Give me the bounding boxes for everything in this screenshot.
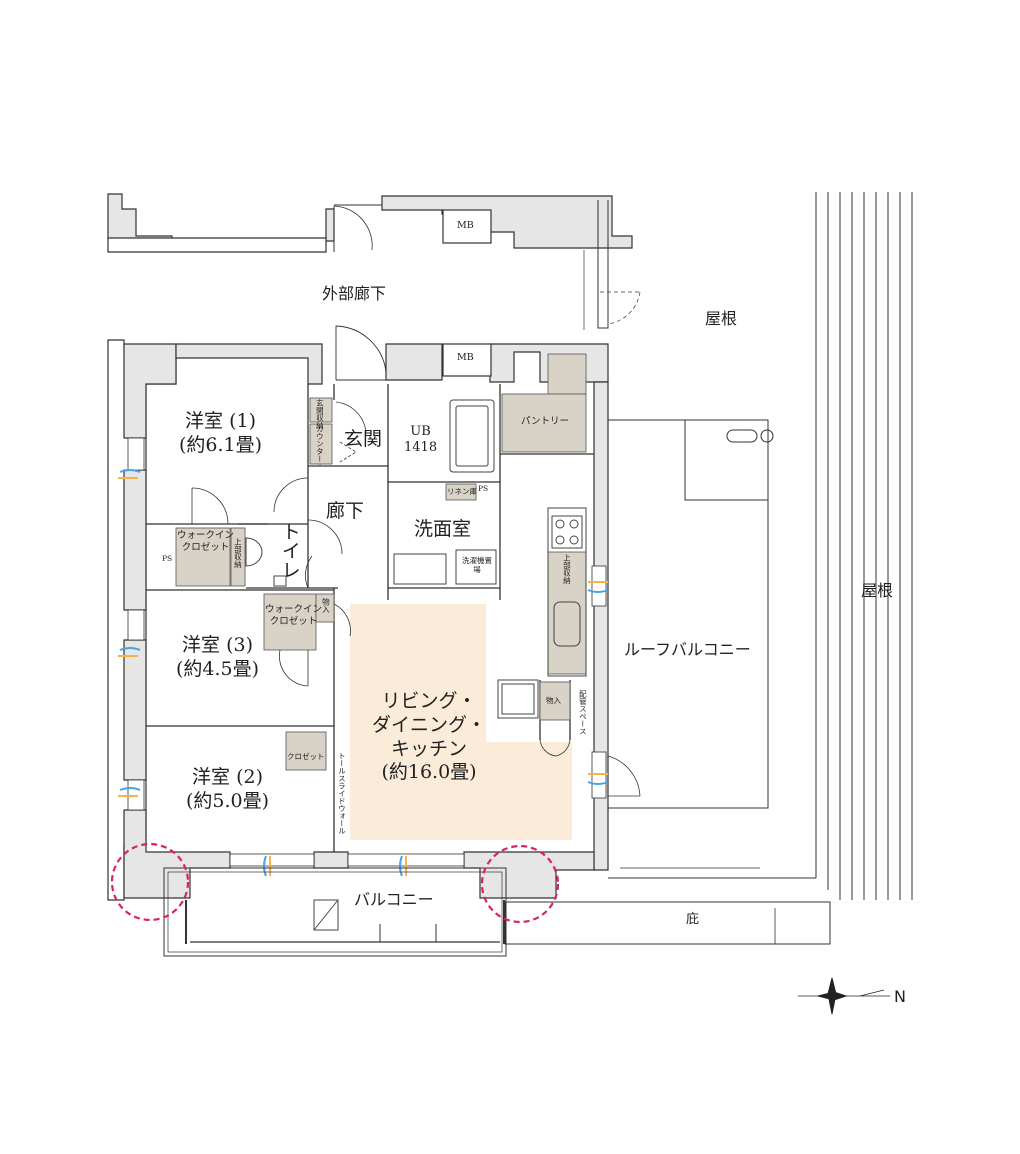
balcony-outline (163, 867, 507, 957)
counter-label: カウンター(下部玄関収納) (315, 425, 324, 465)
ub-label: UB 1418 (404, 424, 437, 457)
ldk-line3: キッチン (391, 737, 468, 760)
highlight-circle-right (480, 844, 560, 924)
ldk-line1: リビング・ (381, 690, 477, 712)
upper-storage2-label: 上部収納 (562, 554, 572, 584)
room2-size: (約5.0畳) (186, 789, 270, 812)
washer-label: 洗濯機置場 (462, 556, 492, 575)
wic2-line2: クロゼット (269, 615, 318, 627)
room1-size: (約6.1畳) (179, 433, 263, 456)
wic2-label: ウォークイン クロゼット (265, 604, 322, 628)
room3-size: (約4.5畳) (176, 657, 260, 680)
pantry-label: パントリー (521, 416, 569, 427)
ldk-label: リビング・ ダイニング・ キッチン (約16.0畳) (372, 690, 486, 785)
wic1-line2: クロゼット (181, 541, 230, 553)
ldk-floor (350, 604, 572, 840)
roof-balcony-label: ルーフバルコニー (624, 640, 751, 659)
ldk-size: (約16.0畳) (381, 761, 477, 784)
room3-name: 洋室 (3) (182, 634, 253, 656)
room2-name: 洋室 (2) (192, 766, 263, 788)
window-markers (118, 469, 609, 877)
upper-building (107, 193, 633, 253)
corridor-label: 廊下 (326, 500, 365, 522)
balcony-label: バルコニー (354, 890, 434, 909)
ps-label-2: PS (162, 554, 173, 563)
roof-drain (726, 429, 774, 443)
linen-label: リネン庫 (447, 487, 477, 496)
toilet-label: トイレ (278, 522, 301, 579)
ldk-line2: ダイニング・ (372, 713, 487, 736)
pipe-space-label: 配管スペース (578, 689, 588, 735)
roof-label-top: 屋根 (705, 309, 738, 328)
mb-label-top: MB (457, 220, 474, 231)
north-label: N (894, 987, 906, 1006)
wic1-label: ウォークイン クロゼット (177, 530, 234, 554)
eaves-area (504, 901, 831, 945)
mb-box-top (442, 209, 492, 244)
wic2-line1: ウォークイン (265, 604, 323, 615)
roof-label-right: 屋根 (861, 581, 894, 600)
washroom-label: 洗面室 (414, 518, 472, 540)
fixtures (245, 399, 587, 931)
ps-label-1: PS (478, 484, 489, 493)
interior-walls (146, 384, 594, 852)
entrance-storage-label: 玄関収納 (315, 399, 325, 429)
outer-corridor-label: 外部廊下 (322, 284, 387, 303)
storage-kitchen-label: 物入 (546, 696, 561, 705)
compass-icon (798, 977, 890, 1015)
roof-stripes (815, 192, 913, 900)
upper-storage1-label: 上部収納 (233, 538, 243, 568)
doors (191, 401, 641, 797)
room1-name: 洋室 (1) (185, 410, 256, 432)
ub-line1: UB (410, 424, 431, 439)
highlight-circle-left (110, 842, 190, 922)
room2-label: 洋室 (2) (約5.0畳) (186, 766, 269, 814)
ub-line2: 1418 (404, 440, 438, 456)
eaves-label: 庇 (686, 912, 700, 927)
wic1-line1: ウォークイン (177, 530, 235, 541)
mb-box-bottom (442, 343, 492, 377)
entrance-label: 玄関 (344, 428, 383, 450)
storage-small-label: 物入 (321, 598, 331, 613)
room3-label: 洋室 (3) (約4.5畳) (176, 634, 259, 682)
roof-balcony-area (607, 419, 769, 809)
tall-slide-wall-label: トールスライドウォール (337, 752, 347, 835)
mb-label-bottom: MB (457, 352, 474, 363)
closet-label: クロゼット (287, 752, 325, 761)
room1-label: 洋室 (1) (約6.1畳) (179, 410, 262, 458)
